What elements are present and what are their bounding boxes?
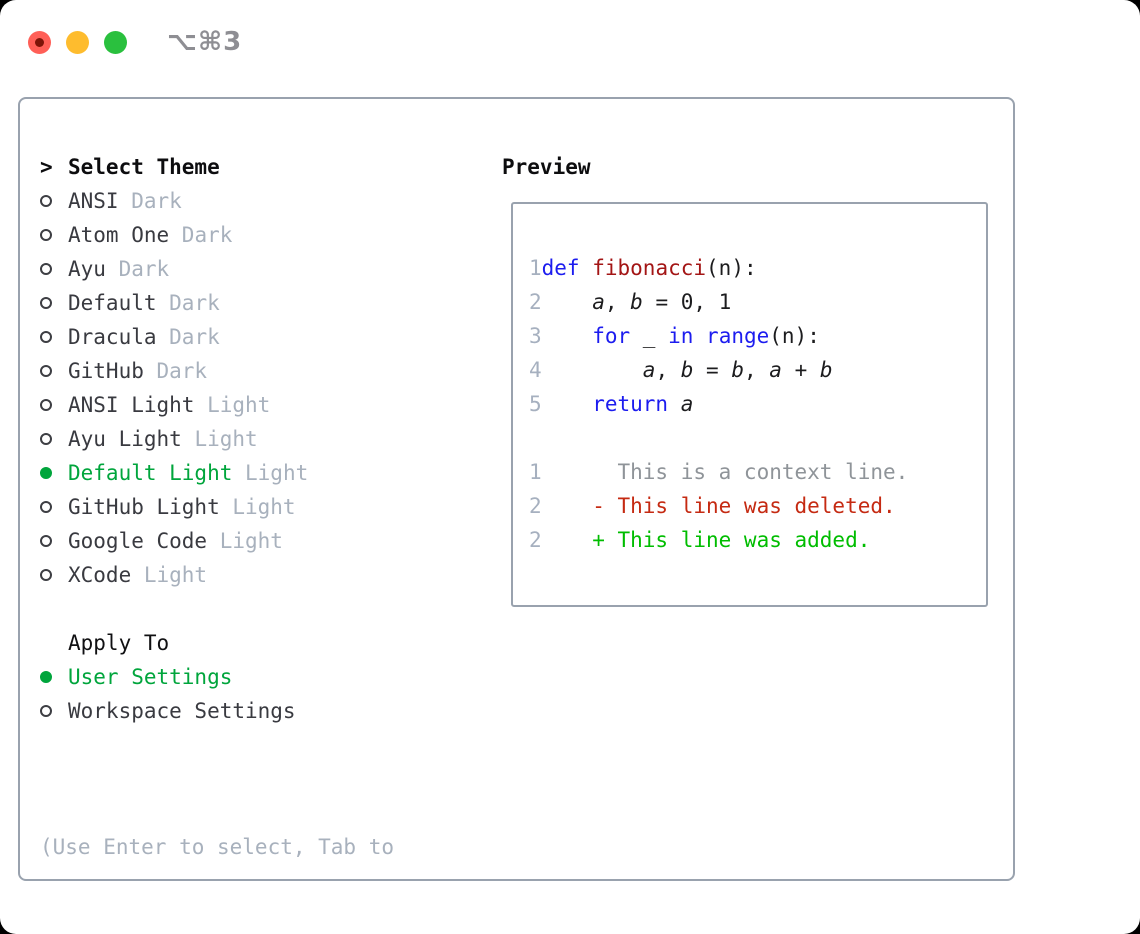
radio-icon	[40, 433, 68, 445]
radio-icon	[40, 467, 68, 479]
apply-to-title: Apply To	[68, 631, 170, 655]
theme-list-title: Select Theme	[68, 155, 220, 179]
line-number: 3	[529, 324, 542, 348]
option-label: Atom One	[68, 223, 170, 247]
theme-option-github[interactable]: GitHub Dark	[40, 354, 308, 388]
apply-to-section: Apply To User Settings Workspace Setting…	[40, 626, 296, 728]
radio-icon	[40, 331, 68, 343]
option-variant-tag: Light	[207, 393, 271, 417]
radio-icon	[40, 705, 68, 717]
code-line: 4 a, b = b, a + b	[529, 358, 833, 382]
option-label: XCode	[68, 563, 132, 587]
code-line: 3 for _ in range(n):	[529, 324, 820, 348]
close-dot-icon	[35, 37, 44, 47]
radio-icon	[40, 263, 68, 275]
diff-line: 2 - This line was deleted.	[529, 494, 896, 518]
theme-option-ansi-light[interactable]: ANSI Light Light	[40, 388, 308, 422]
option-label: ANSI	[68, 189, 119, 213]
option-label: Dracula	[68, 325, 157, 349]
option-label: GitHub Light	[68, 495, 220, 519]
diff-line: 2 + This line was added.	[529, 528, 871, 552]
theme-option-default-light[interactable]: Default Light Light	[40, 456, 308, 490]
option-variant-tag: Light	[245, 461, 309, 485]
theme-list: > Select Theme ANSI Dark Atom One Dark A…	[40, 150, 308, 592]
theme-list-header-row: > Select Theme	[40, 150, 308, 184]
theme-option-ayu[interactable]: Ayu Dark	[40, 252, 308, 286]
radio-icon	[40, 535, 68, 547]
option-variant-tag: Dark	[118, 257, 170, 281]
option-variant-tag: Light	[143, 563, 208, 587]
theme-option-github-light[interactable]: GitHub Light Light	[40, 490, 308, 524]
diff-line: 1 This is a context line.	[529, 460, 909, 484]
option-label: Google Code	[68, 529, 208, 553]
theme-option-atom-one[interactable]: Atom One Dark	[40, 218, 308, 252]
option-label: User Settings	[68, 665, 233, 689]
theme-option-ansi[interactable]: ANSI Dark	[40, 184, 308, 218]
option-label: Default Light	[68, 461, 233, 485]
radio-icon	[40, 569, 68, 581]
line-number: 2	[529, 494, 542, 518]
radio-icon	[40, 297, 68, 309]
cursor-icon: >	[40, 155, 53, 179]
code-line: 2 a, b = 0, 1	[529, 290, 732, 314]
apply-option-user-settings[interactable]: User Settings	[40, 660, 296, 694]
option-variant-tag: Dark	[131, 189, 182, 213]
apply-option-workspace-settings[interactable]: Workspace Settings	[40, 694, 296, 728]
preview-title: Preview	[502, 155, 591, 179]
option-label: Default	[68, 291, 157, 315]
theme-option-default[interactable]: Default Dark	[40, 286, 308, 320]
theme-picker-panel: > Select Theme ANSI Dark Atom One Dark A…	[18, 97, 1015, 881]
theme-option-google-code[interactable]: Google Code Light	[40, 524, 308, 558]
titlebar: ⌥⌘3	[28, 27, 242, 57]
option-variant-tag: Dark	[169, 325, 220, 349]
help-line-1: (Use Enter to select, Tab to	[40, 835, 395, 859]
help-text: (Use Enter to select, Tab to change focu…	[40, 762, 394, 934]
line-number: 2	[529, 290, 542, 314]
minimize-button[interactable]	[66, 30, 89, 54]
maximize-button[interactable]	[104, 30, 127, 54]
option-label: ANSI Light	[68, 393, 195, 417]
option-label: GitHub	[68, 359, 144, 383]
option-variant-tag: Light	[194, 427, 258, 451]
line-number: 1	[529, 460, 542, 484]
option-variant-tag: Light	[232, 495, 296, 519]
code-line: 5 return a	[529, 392, 694, 416]
option-variant-tag: Light	[219, 529, 283, 553]
radio-icon	[40, 501, 68, 513]
line-number: 4	[529, 358, 542, 382]
option-label: Workspace Settings	[68, 699, 296, 723]
radio-icon	[40, 195, 68, 207]
theme-option-ayu-light[interactable]: Ayu Light Light	[40, 422, 308, 456]
line-number: 2	[529, 528, 542, 552]
line-number: 5	[529, 392, 542, 416]
line-number: 1	[529, 256, 542, 280]
option-label: Ayu	[68, 257, 106, 281]
theme-option-dracula[interactable]: Dracula Dark	[40, 320, 308, 354]
window-shortcut-label: ⌥⌘3	[167, 27, 243, 57]
option-label: Ayu Light	[68, 427, 182, 451]
radio-icon	[40, 229, 68, 241]
radio-icon	[40, 365, 68, 377]
option-variant-tag: Dark	[169, 291, 220, 315]
apply-to-header-row: Apply To	[40, 626, 296, 660]
blank-line	[529, 421, 986, 455]
option-variant-tag: Dark	[156, 359, 208, 383]
theme-option-xcode[interactable]: XCode Light	[40, 558, 308, 592]
code-line: 1 def fibonacci(n):	[529, 256, 757, 280]
option-variant-tag: Dark	[181, 223, 233, 247]
close-button[interactable]	[28, 30, 51, 54]
radio-icon	[40, 671, 68, 683]
radio-icon	[40, 399, 68, 411]
preview-box: 1 def fibonacci(n): 2 a, b = 0, 1 3 for _ …	[511, 202, 988, 607]
